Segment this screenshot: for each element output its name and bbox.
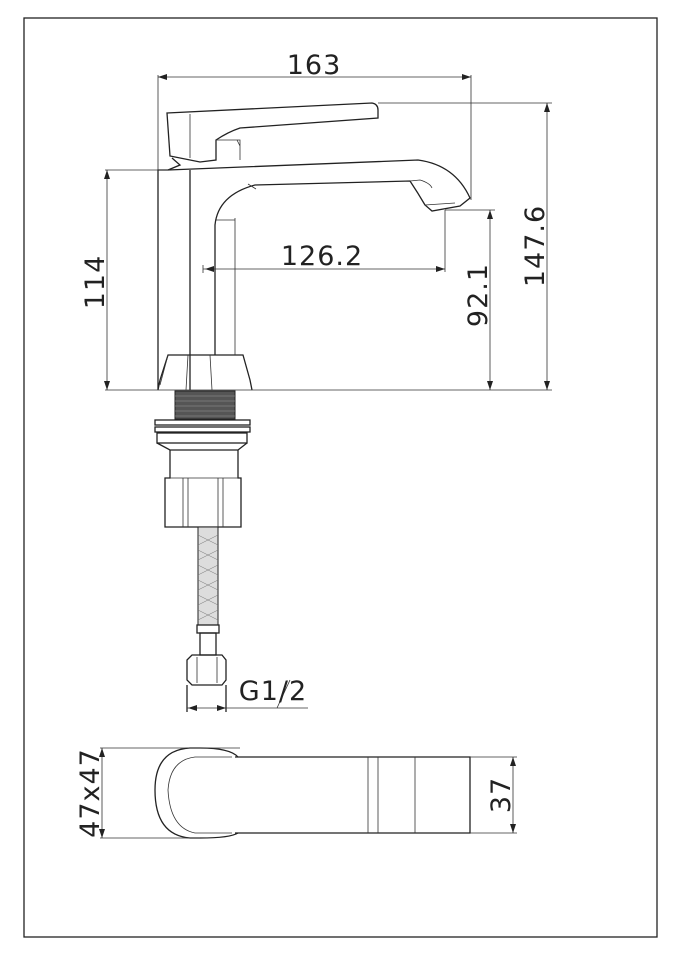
dim-label-spout-height: 92.1 xyxy=(463,263,494,327)
thread-shank xyxy=(174,390,236,420)
drawing-border xyxy=(23,17,658,938)
dim-label-spout-reach: 126.2 xyxy=(281,241,363,272)
dim-label-body-width: 37 xyxy=(486,777,517,813)
hex-nut xyxy=(186,654,227,686)
dim-label-body-height: 114 xyxy=(80,255,111,310)
faucet-side-view xyxy=(157,102,471,391)
dim-label-base-size: 47x47 xyxy=(75,748,106,838)
lever-handle xyxy=(166,102,379,163)
spout xyxy=(167,159,471,355)
dim-label-overall-length: 163 xyxy=(287,50,342,81)
mounting-assembly xyxy=(154,390,251,712)
faucet-top-view xyxy=(154,747,471,839)
dim-label-overall-height: 147.6 xyxy=(520,205,551,287)
dim-label-connection-thread: G1/2 xyxy=(239,676,307,707)
braided-hose xyxy=(197,526,219,626)
dimension-lines xyxy=(99,74,552,839)
